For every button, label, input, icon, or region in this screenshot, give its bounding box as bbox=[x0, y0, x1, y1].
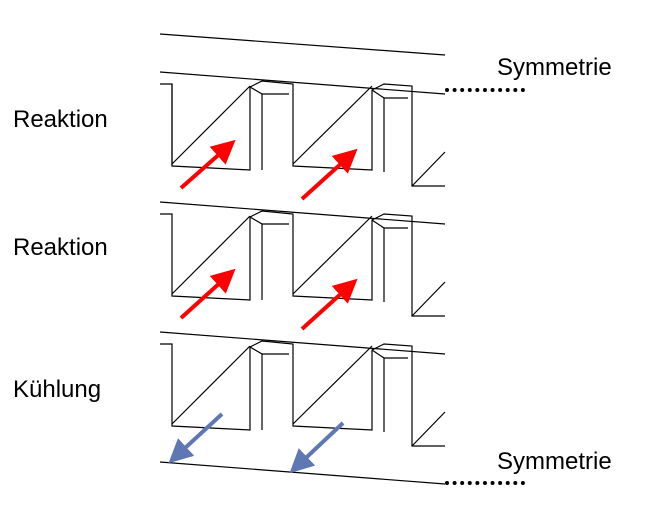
reaction-layer-2 bbox=[159, 201, 446, 317]
cooling-arrow bbox=[289, 421, 345, 474]
cooling-layer bbox=[159, 331, 446, 447]
layer-label-cooling: Kühlung bbox=[13, 376, 102, 403]
layer-label-reaction-2: Reaktion bbox=[13, 234, 108, 261]
symmetry-marker-top bbox=[445, 88, 525, 92]
reaction-arrow bbox=[300, 278, 358, 331]
reaction-arrow bbox=[179, 268, 236, 320]
symmetry-label-bottom: Symmetrie bbox=[497, 448, 612, 475]
top-plate-line bbox=[159, 33, 446, 56]
layer-label-reaction-1: Reaktion bbox=[13, 106, 108, 133]
symmetry-label-top: Symmetrie bbox=[497, 54, 612, 81]
cooling-arrow bbox=[168, 412, 224, 464]
reaction-arrow bbox=[179, 139, 236, 190]
bottom-plate-line bbox=[159, 461, 446, 485]
symmetry-marker-bottom bbox=[445, 481, 525, 485]
reaction-layer-1 bbox=[159, 71, 446, 187]
reaction-arrow bbox=[300, 148, 358, 201]
